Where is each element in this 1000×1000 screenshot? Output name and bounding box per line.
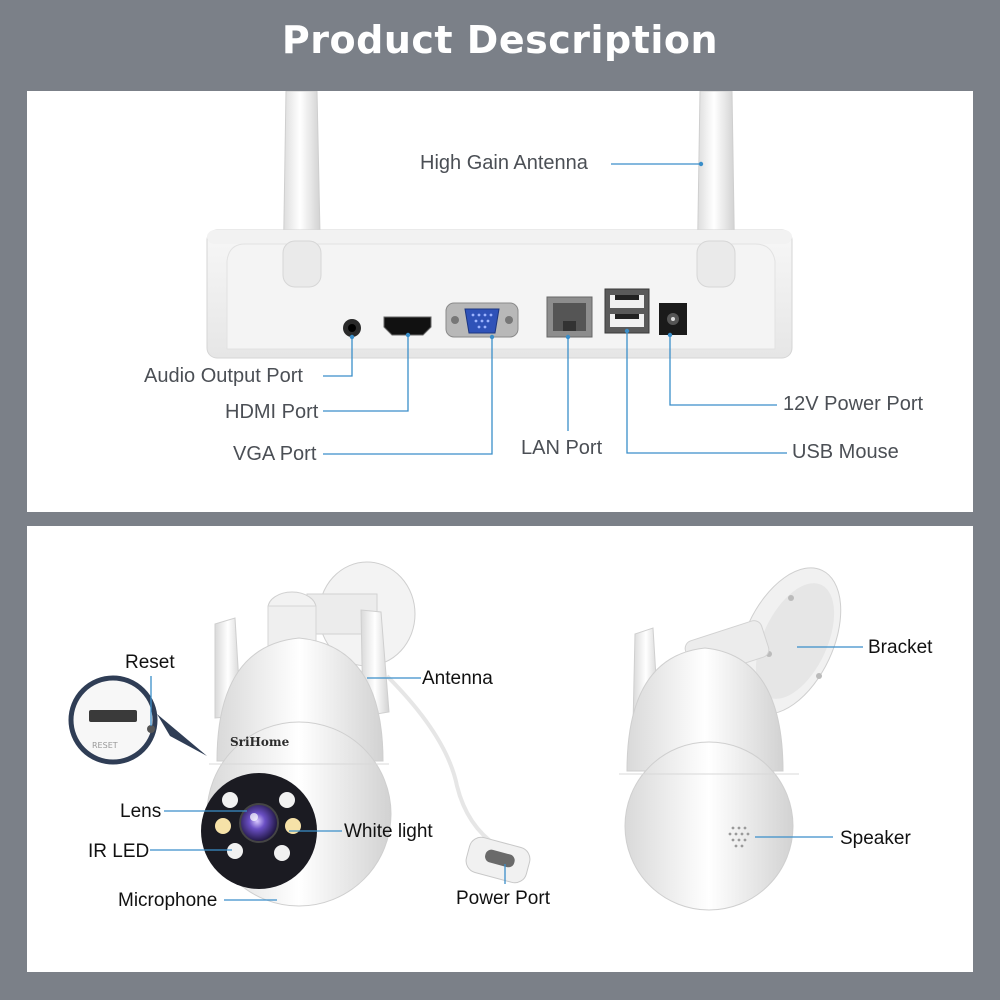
dc-power-port-icon <box>659 303 687 335</box>
label-usb-mouse: USB Mouse <box>792 441 899 463</box>
svg-text:RESET: RESET <box>92 741 118 750</box>
nvr-illustration <box>206 91 793 455</box>
vga-port-icon <box>445 302 519 338</box>
label-antenna: Antenna <box>422 668 493 689</box>
reset-zoom-bubble: RESET <box>68 675 207 765</box>
nvr-panel: High Gain Antenna Audio Output Port HDMI… <box>27 91 973 512</box>
power-connector-icon <box>465 836 531 884</box>
hdmi-port-icon <box>383 316 432 336</box>
label-microphone: Microphone <box>118 890 218 911</box>
label-white-light: White light <box>344 821 433 842</box>
front-camera <box>201 561 531 907</box>
label-12v-power-port: 12V Power Port <box>783 393 924 415</box>
label-lens: Lens <box>120 801 162 822</box>
label-power-port: Power Port <box>456 888 550 909</box>
camera-panel: RESET SriHome <box>27 526 973 972</box>
label-bracket: Bracket <box>868 637 933 658</box>
usb-port-icon <box>604 288 650 334</box>
camera-callout-lines <box>150 646 863 901</box>
back-camera <box>619 567 842 911</box>
page-title: Product Description <box>281 18 719 62</box>
label-vga-port: VGA Port <box>233 443 317 465</box>
label-ir-led: IR LED <box>88 841 150 862</box>
label-lan-port: LAN Port <box>521 437 603 459</box>
label-speaker: Speaker <box>840 828 911 849</box>
label-reset: Reset <box>125 652 175 673</box>
speaker-grille-icon <box>728 826 750 848</box>
label-audio-output-port: Audio Output Port <box>144 365 303 387</box>
audio-port-icon <box>343 319 361 337</box>
brand-logo: SriHome <box>230 735 290 749</box>
camera-illustration: RESET SriHome <box>68 561 863 911</box>
label-high-gain-antenna: High Gain Antenna <box>420 152 588 174</box>
led-ring <box>215 792 301 861</box>
label-hdmi-port: HDMI Port <box>225 401 319 423</box>
lan-port-icon <box>546 296 593 338</box>
nvr-callout-lines <box>323 163 787 455</box>
